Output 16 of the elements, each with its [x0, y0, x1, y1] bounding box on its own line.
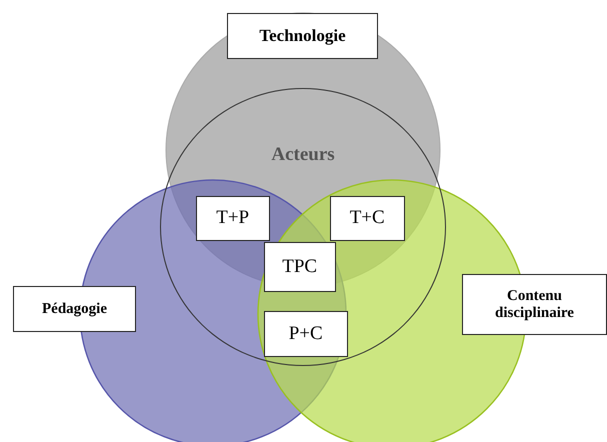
- box-label: Pédagogie: [41, 300, 108, 318]
- actor-circle: [160, 88, 446, 366]
- label-box: [462, 274, 607, 335]
- intersection-box: [196, 196, 270, 241]
- intersection-box: [264, 310, 348, 357]
- intersection-box: [264, 242, 336, 292]
- box-label: TPC: [281, 256, 318, 278]
- title-box: [227, 13, 378, 59]
- circle-label: Acteurs: [270, 144, 336, 166]
- label-box: [13, 286, 136, 332]
- box-label: Technologie: [258, 26, 347, 46]
- box-label: Contenu disciplinaire: [494, 288, 575, 322]
- box-label: T+P: [215, 207, 250, 230]
- box-label: P+C: [288, 322, 324, 345]
- box-label: T+C: [348, 207, 386, 230]
- intersection-box: [330, 196, 405, 241]
